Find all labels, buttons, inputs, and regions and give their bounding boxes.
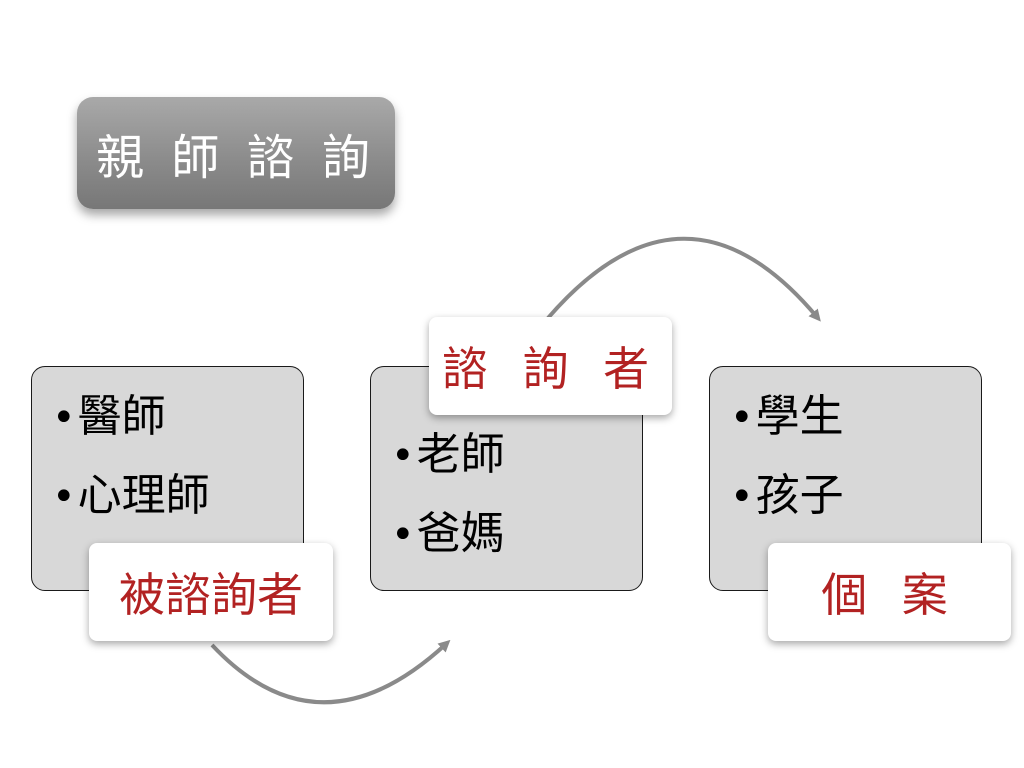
list-item: •爸媽 xyxy=(391,508,505,559)
list-item: •心理師 xyxy=(52,470,210,521)
list-item: •學生 xyxy=(730,391,844,442)
bullet-icon: • xyxy=(52,474,76,520)
list-item: •孩子 xyxy=(730,470,844,521)
list-item: •醫師 xyxy=(52,391,166,442)
bullet-icon: • xyxy=(52,395,76,441)
consultant-label: 諮 詢 者 xyxy=(429,317,672,415)
consultee-label: 被諮詢者 xyxy=(89,543,333,641)
arrow-to-case xyxy=(546,236,821,322)
list-item: •老師 xyxy=(391,429,505,480)
arrow-to-consultant xyxy=(210,639,451,705)
bullet-icon: • xyxy=(391,512,415,558)
bullet-icon: • xyxy=(730,395,754,441)
bullet-icon: • xyxy=(730,474,754,520)
case-label: 個 案 xyxy=(768,543,1011,641)
bullet-icon: • xyxy=(391,433,415,479)
slide-title: 親 師 諮 詢 xyxy=(77,97,395,209)
